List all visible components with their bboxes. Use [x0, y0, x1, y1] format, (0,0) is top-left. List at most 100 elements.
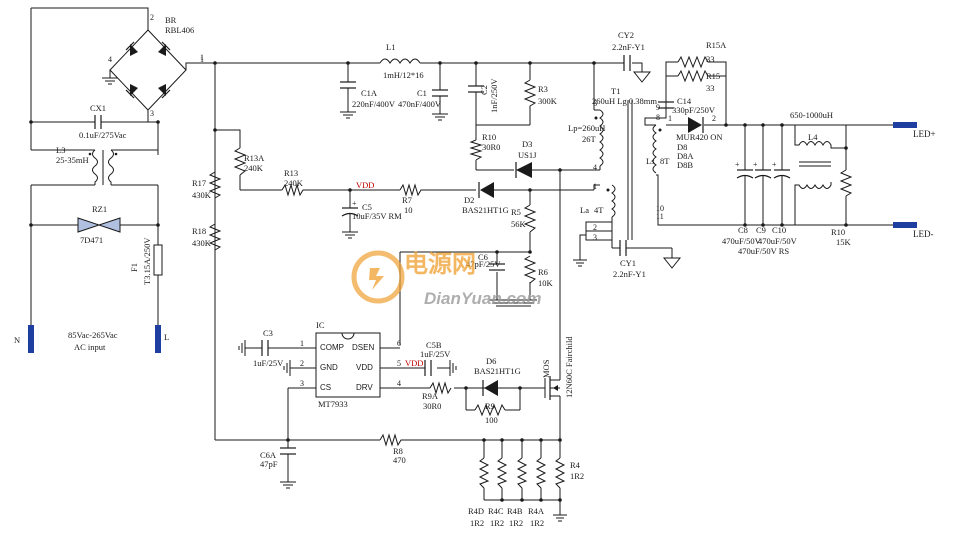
r4c-ref: R4C — [488, 506, 504, 516]
capacitor-c1 — [432, 63, 448, 121]
ls-value: 8T — [660, 156, 670, 166]
ic-pin3-name: CS — [320, 383, 331, 392]
r6-value: 10K — [538, 278, 554, 288]
net-vdd-label: VDD — [356, 180, 374, 190]
r10a-value: 30R0 — [482, 142, 500, 152]
d6-value: BAS21HT1G — [474, 366, 521, 376]
terminal-led-pos[interactable] — [893, 122, 917, 128]
r5-value: 56K — [511, 219, 527, 229]
c3-value: 1uF/25V — [253, 358, 284, 368]
mos-ref: MOS — [541, 359, 551, 378]
r7-ref: R7 — [402, 195, 412, 205]
capacitor-c5: + — [341, 190, 359, 239]
r8-value: 470 — [393, 455, 406, 465]
inductor-l1 — [379, 58, 421, 64]
transformer-t1 — [594, 100, 662, 240]
cy1-value: 2.2nF-Y1 — [613, 269, 646, 279]
c2-value: 1nF/250V — [489, 78, 499, 113]
diode-d6 — [482, 380, 498, 396]
r4b-ref: R4B — [507, 506, 523, 516]
resistor-r4c — [496, 457, 508, 489]
d3-value: US1J — [518, 150, 537, 160]
resistor-r5 — [523, 204, 537, 233]
r10a-ref: R10 — [482, 132, 496, 142]
cx1-value: 0.1uF/275Vac — [79, 130, 127, 140]
resistor-r6 — [523, 255, 537, 284]
svg-text:+: + — [772, 160, 777, 169]
r4a-value: 1R2 — [530, 518, 544, 528]
r3-ref: R3 — [538, 84, 548, 94]
cx1-ref: CX1 — [90, 103, 106, 113]
t1-pin-6: 6 — [593, 99, 597, 108]
ic-pin5-name: VDD — [356, 363, 373, 372]
t1-value: 260uH Lg 0.38mm — [592, 96, 657, 106]
c9-ref: C9 — [756, 225, 766, 235]
ic-pin2-num: 2 — [300, 359, 304, 368]
dsen-wires — [399, 190, 537, 345]
bridge-pin-right: 1 — [200, 55, 204, 64]
junction-dots-secondary — [724, 123, 848, 227]
capacitor-c10: + — [772, 125, 791, 225]
ic-pin1-num: 1 — [300, 339, 304, 348]
terminal-l[interactable] — [155, 325, 161, 353]
ground-bridge — [102, 70, 118, 85]
c3-ref: C3 — [263, 328, 273, 338]
r18-value: 430K — [192, 238, 212, 248]
terminal-led-neg[interactable] — [893, 222, 917, 228]
resistor-r9 — [474, 403, 506, 417]
l3-ref: L3 — [56, 145, 65, 155]
t1-pin-11: 11 — [656, 212, 664, 221]
c1-ref: C1 — [417, 88, 427, 98]
capacitor-cy2 — [623, 55, 652, 83]
r15a-ref: R15A — [706, 40, 727, 50]
t1-pin-3: 3 — [593, 233, 597, 242]
r17-value: 430K — [192, 190, 212, 200]
choke-l4 — [794, 125, 846, 225]
r4d-ref: R4D — [468, 506, 484, 516]
rail-node-1: 1 — [200, 53, 204, 62]
c14-ref: C14 — [677, 96, 692, 106]
svg-text:+: + — [352, 199, 357, 208]
ic-wires — [268, 347, 545, 448]
capacitor-c8: + — [735, 125, 754, 225]
resistor-r4b — [516, 457, 528, 489]
mosfet-q1 — [544, 170, 561, 440]
r8-ref: R8 — [393, 446, 403, 456]
junction-dots-rail — [213, 61, 596, 192]
l4-value: 650-1000uH — [790, 110, 833, 120]
svg-text:+: + — [735, 160, 740, 169]
d8a-ref: D8A — [677, 151, 694, 161]
c6-ref: C6 — [478, 252, 488, 262]
fuse-f1 — [153, 244, 163, 276]
ic-pin6-name: DSEN — [352, 343, 374, 352]
resistor-r17 — [208, 171, 222, 199]
diode-d2 — [478, 182, 494, 198]
lp-value: 26T — [582, 134, 597, 144]
c10-value: 470uF/50V RS — [738, 246, 789, 256]
r4a-ref: R4A — [528, 506, 545, 516]
watermark: 电源网 DianYuan.com — [351, 250, 541, 308]
d2-ref: D2 — [464, 195, 474, 205]
r6-ref: R6 — [538, 267, 548, 277]
r3-value: 300K — [538, 96, 558, 106]
c10-ref: C10 — [772, 225, 786, 235]
capacitor-c5b — [424, 360, 457, 376]
ic-pin4-name: DRV — [356, 383, 373, 392]
c1a-ref: C1A — [361, 88, 378, 98]
t1-ref: T1 — [611, 86, 620, 96]
cy2-ref: CY2 — [618, 30, 634, 40]
junction-dots-left — [29, 120, 160, 227]
rz1-ref: RZ1 — [92, 204, 107, 214]
terminal-n[interactable] — [28, 325, 34, 353]
r9a-value: 30R0 — [423, 401, 441, 411]
junction-drain — [558, 168, 562, 172]
watermark-cn: 电源网 — [404, 251, 476, 278]
input-desc-2: AC input — [74, 342, 106, 352]
la-ref: La — [580, 205, 589, 215]
snubber-wires — [468, 63, 600, 171]
resistor-r4d — [478, 457, 490, 489]
d8-ref: D8 — [677, 142, 687, 152]
input-l-label: L — [164, 332, 169, 342]
resistor-r18 — [208, 223, 222, 251]
t1-pin-10: 10 — [656, 204, 664, 213]
